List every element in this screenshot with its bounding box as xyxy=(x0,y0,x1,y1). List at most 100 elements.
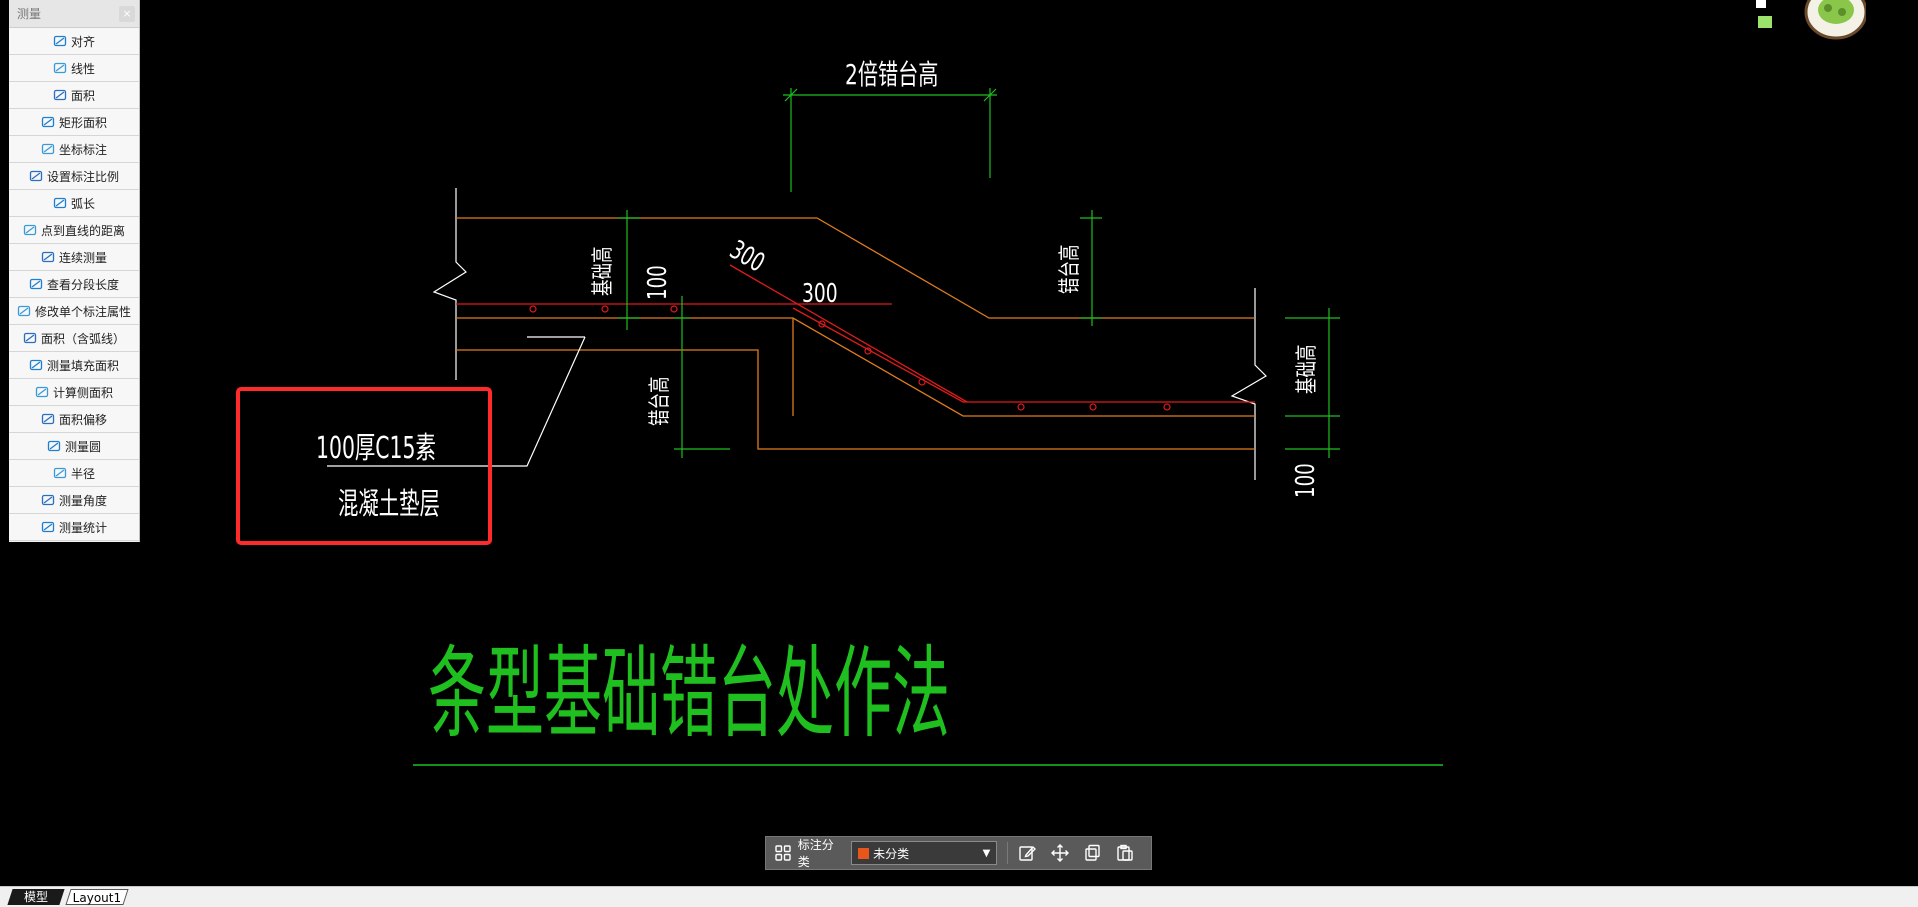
tool-item-17[interactable]: 测量角度 xyxy=(9,487,139,514)
layout-tab-bar: 模型 Layout1 xyxy=(0,886,1918,907)
dim-100-left-label: 100 xyxy=(643,265,673,300)
tool-item-7[interactable]: 点到直线的距离 xyxy=(9,217,139,244)
tab-layout1-label: Layout1 xyxy=(72,891,121,905)
angle-icon xyxy=(41,494,55,506)
dim-300-slant-label: 300 xyxy=(725,235,770,278)
tool-item-label: 修改单个标注属性 xyxy=(34,304,131,319)
close-icon[interactable]: × xyxy=(119,5,135,22)
right-dimensions xyxy=(1080,210,1340,458)
drawing-canvas[interactable]: 2倍错台高 xyxy=(0,0,1918,886)
tool-item-2[interactable]: 面积 xyxy=(9,82,139,109)
paste-icon[interactable] xyxy=(1112,841,1138,865)
tool-item-9[interactable]: 查看分段长度 xyxy=(9,271,139,298)
cuotai-right-label: 错台高 xyxy=(1057,245,1083,294)
category-select[interactable]: 未分类 ▼ xyxy=(851,841,998,865)
tool-item-label: 设置标注比例 xyxy=(46,169,119,184)
panel-header: 测量 × xyxy=(9,0,139,28)
concrete-outline xyxy=(456,217,1255,450)
point-line-distance-icon xyxy=(23,224,37,236)
tool-item-14[interactable]: 面积偏移 xyxy=(9,406,139,433)
tool-item-5[interactable]: 设置标注比例 xyxy=(9,163,139,190)
continuous-measure-icon xyxy=(41,251,55,263)
tool-item-label: 弧长 xyxy=(70,196,95,211)
panel-title: 测量 xyxy=(17,7,42,21)
break-lines xyxy=(432,188,1267,480)
copy-icon[interactable] xyxy=(1080,841,1106,865)
tool-item-label: 对齐 xyxy=(70,34,95,49)
tool-item-label: 面积 xyxy=(70,88,95,103)
tool-item-12[interactable]: 测量填充面积 xyxy=(9,352,139,379)
edit-icon[interactable] xyxy=(1014,841,1040,865)
tool-item-6[interactable]: 弧长 xyxy=(9,190,139,217)
rebar-points xyxy=(529,305,1171,411)
tab-model-label: 模型 xyxy=(23,890,48,904)
tool-item-label: 矩形面积 xyxy=(58,115,107,130)
annotation-category-label: 标注分类 xyxy=(797,838,834,869)
toolbar-separator xyxy=(1007,842,1009,864)
cuotai-left-label: 错台高 xyxy=(647,377,673,426)
tool-list: 对齐线性面积矩形面积坐标标注设置标注比例弧长点到直线的距离连续测量查看分段长度修… xyxy=(9,28,139,541)
linear-measure-icon xyxy=(53,62,67,74)
edit-annotation-icon xyxy=(17,305,31,317)
scale-icon xyxy=(29,170,43,182)
measure-panel: 测量 × 对齐线性面积矩形面积坐标标注设置标注比例弧长点到直线的距离连续测量查看… xyxy=(9,0,140,542)
top-dimension xyxy=(783,88,997,192)
coordinate-icon xyxy=(41,143,55,155)
segment-length-icon xyxy=(29,278,43,290)
tool-item-11[interactable]: 面积（含弧线） xyxy=(9,325,139,352)
fill-area-icon xyxy=(29,359,43,371)
circle-measure-icon xyxy=(47,440,61,452)
tool-item-4[interactable]: 坐标标注 xyxy=(9,136,139,163)
left-dimensions xyxy=(618,210,730,458)
chevron-down-icon: ▼ xyxy=(982,847,991,859)
tool-item-label: 测量角度 xyxy=(58,493,107,508)
statistics-icon xyxy=(41,521,55,533)
cad-drawing: 2倍错台高 xyxy=(236,58,1443,766)
rebar-lines xyxy=(456,264,1255,403)
dim-100-right-label: 100 xyxy=(1291,463,1321,498)
area-offset-icon xyxy=(41,413,55,425)
tool-item-15[interactable]: 测量圆 xyxy=(9,433,139,460)
align-measure-icon xyxy=(53,35,67,47)
mascot-icon xyxy=(1756,0,1868,46)
note-line1: 100厚C15素 xyxy=(316,431,436,466)
tool-item-label: 面积偏移 xyxy=(58,412,107,427)
tool-item-1[interactable]: 线性 xyxy=(9,55,139,82)
tool-item-label: 连续测量 xyxy=(58,250,107,265)
tool-item-13[interactable]: 计算侧面积 xyxy=(9,379,139,406)
annotation-toolbar: 标注分类 未分类 ▼ xyxy=(765,836,1152,870)
tool-item-label: 测量统计 xyxy=(58,520,107,535)
tool-item-label: 计算侧面积 xyxy=(52,385,113,400)
side-area-icon xyxy=(35,386,49,398)
tool-item-10[interactable]: 修改单个标注属性 xyxy=(9,298,139,325)
grid-icon[interactable] xyxy=(772,842,794,864)
tab-model[interactable]: 模型 xyxy=(7,889,65,905)
tool-item-label: 面积（含弧线） xyxy=(40,331,125,346)
tool-item-label: 查看分段长度 xyxy=(46,277,119,292)
highlight-box xyxy=(236,387,492,545)
tab-layout1[interactable]: Layout1 xyxy=(65,889,129,905)
drawing-title: 条型基础错台处作法 xyxy=(428,636,950,752)
note-leader xyxy=(327,336,586,467)
jichu-right-label: 基础高 xyxy=(1294,345,1320,394)
tool-item-16[interactable]: 半径 xyxy=(9,460,139,487)
tool-item-8[interactable]: 连续测量 xyxy=(9,244,139,271)
move-icon[interactable] xyxy=(1047,841,1073,865)
arc-length-icon xyxy=(53,197,67,209)
tool-item-label: 坐标标注 xyxy=(58,142,107,157)
tool-item-18[interactable]: 测量统计 xyxy=(9,514,139,541)
arc-area-icon xyxy=(23,332,37,344)
dim-300-label: 300 xyxy=(802,279,838,309)
tool-item-3[interactable]: 矩形面积 xyxy=(9,109,139,136)
tool-item-label: 点到直线的距离 xyxy=(40,223,125,238)
tool-item-label: 半径 xyxy=(70,466,95,481)
tool-item-0[interactable]: 对齐 xyxy=(9,28,139,55)
note-line2: 混凝土垫层 xyxy=(338,487,440,522)
tool-item-label: 测量填充面积 xyxy=(46,358,119,373)
category-color-swatch xyxy=(858,847,870,859)
category-value: 未分类 xyxy=(873,846,910,861)
area-icon xyxy=(53,89,67,101)
jichu-left-label: 基础高 xyxy=(590,247,616,296)
dim-top-label: 2倍错台高 xyxy=(845,58,938,91)
radius-icon xyxy=(53,467,67,479)
